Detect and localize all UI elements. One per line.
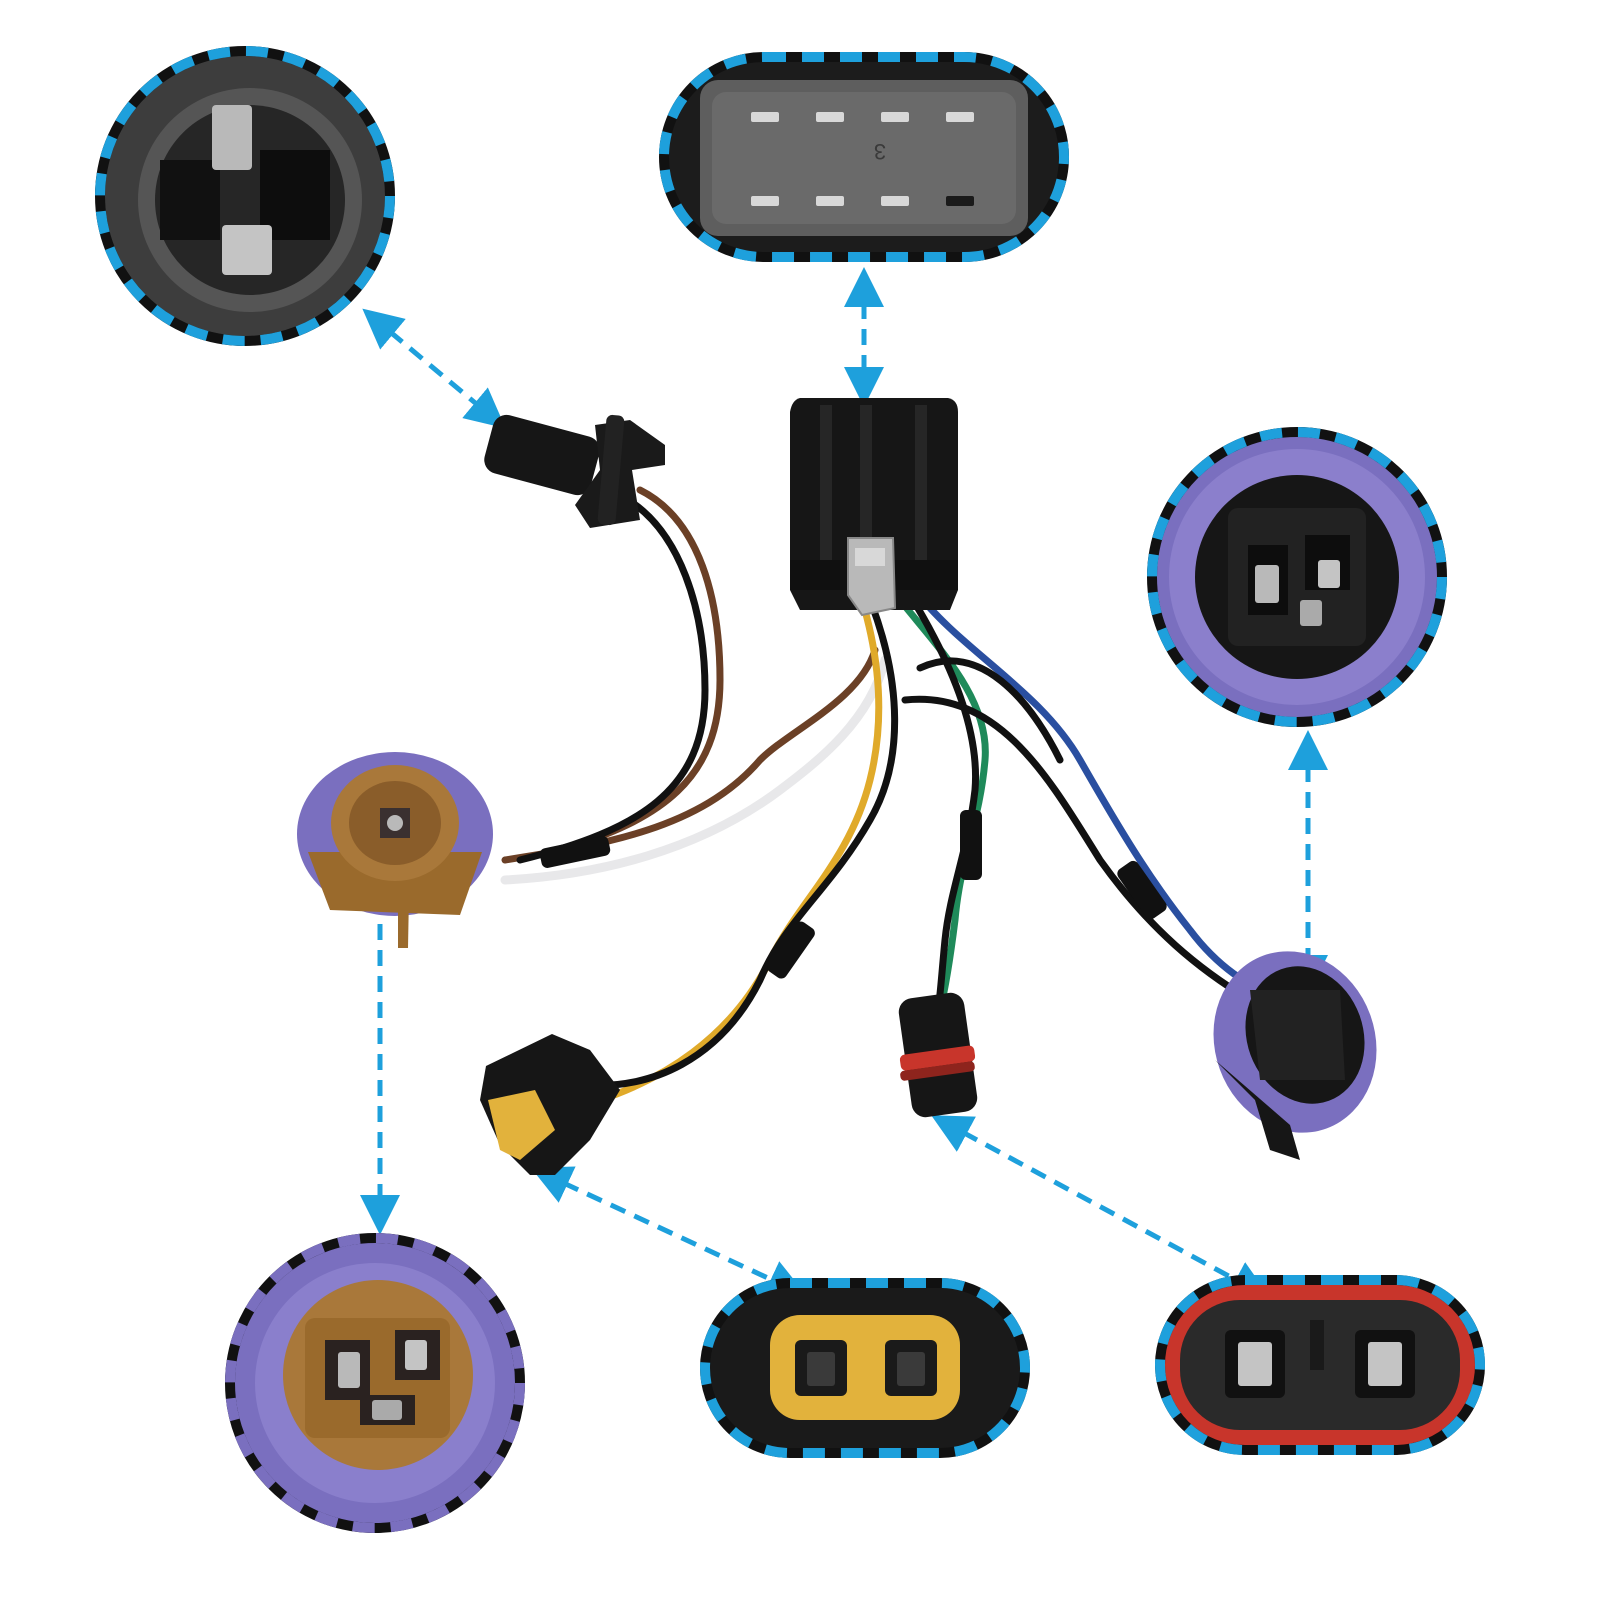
callout-top-center: 3 <box>659 52 1069 262</box>
small-bulb-socket <box>484 414 665 528</box>
wire-white-left <box>500 655 890 885</box>
tape-sleeve-left <box>539 836 611 868</box>
arrow-top-left <box>362 308 506 429</box>
callout-bottom-center <box>700 1278 1030 1458</box>
pin-slot <box>751 196 779 206</box>
pin-slot <box>816 112 844 122</box>
terminal-lower <box>222 225 272 275</box>
terminal-right-3 <box>1300 600 1322 626</box>
terminal-bm-2 <box>897 1352 925 1386</box>
terminal-br-1 <box>1238 1342 1272 1386</box>
wire-black-loop <box>916 657 1064 764</box>
wire-black-yellow-plug <box>581 601 899 1090</box>
wire-blue <box>911 586 1274 999</box>
terminal-br-2 <box>1368 1342 1402 1386</box>
pin-number-label: 3 <box>874 139 886 164</box>
arrow-bottom-right <box>931 1115 1271 1299</box>
tape-sleeve-green <box>960 810 982 880</box>
red-seal-2-pin-plug <box>898 992 978 1118</box>
pin-slot <box>881 112 909 122</box>
tape-sleeve-right <box>1117 860 1167 920</box>
terminal-bm-1 <box>807 1352 835 1386</box>
yellow-2-pin-plug <box>480 1034 620 1175</box>
wire-yellow <box>596 596 883 1104</box>
wire-black-red-plug <box>906 591 980 1014</box>
callout-bottom-right <box>1155 1275 1485 1455</box>
terminal-right-2 <box>1318 560 1340 588</box>
callout-right <box>1147 427 1447 727</box>
terminal-bl-3 <box>372 1400 402 1420</box>
wiring <box>500 486 1274 1104</box>
pin-slot <box>751 112 779 122</box>
pin-slot <box>946 112 974 122</box>
wire-black-right <box>901 695 1254 1004</box>
pin-slot <box>881 196 909 206</box>
arrow-bottom-center <box>530 1166 808 1298</box>
wire-black-to-small-socket <box>516 494 709 864</box>
main-8-pin-connector <box>790 398 958 617</box>
callout-bottom-left <box>225 1233 525 1533</box>
terminal-bl-2 <box>405 1340 427 1370</box>
pin-array <box>751 112 974 206</box>
tape-sleeve-yellow <box>767 921 815 979</box>
terminal-upper <box>212 105 252 170</box>
right-bulb-socket <box>1213 951 1377 1160</box>
callout-top-left <box>95 46 395 346</box>
terminal-right-1 <box>1255 565 1279 603</box>
pin-slot <box>946 196 974 206</box>
left-amber-socket <box>297 752 493 948</box>
pin-slot <box>816 196 844 206</box>
terminal-bl-1 <box>338 1352 360 1388</box>
wire-brown-to-small-socket <box>556 486 724 854</box>
